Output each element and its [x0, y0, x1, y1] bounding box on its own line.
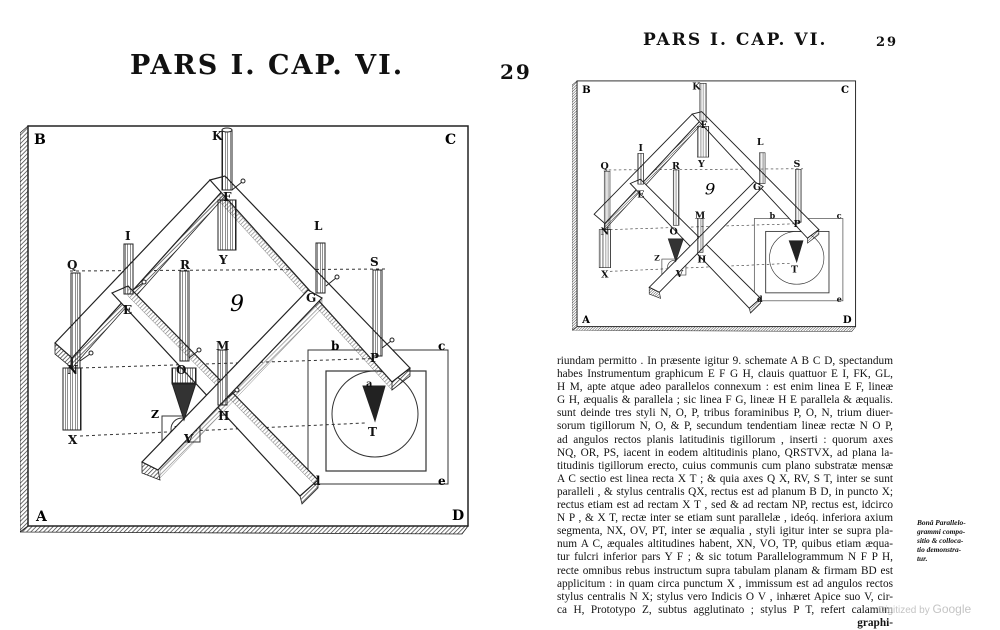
svg-text:G: G — [753, 182, 761, 193]
margin-note-line: tur. — [917, 554, 928, 563]
margin-note: Bonâ Parallelo- grammi compo- sitio & co… — [917, 518, 997, 563]
svg-text:L: L — [757, 137, 764, 148]
svg-text:K: K — [212, 129, 223, 143]
margin-note-line: sitio & colloca- — [917, 536, 964, 545]
google-logo-text: Google — [932, 602, 972, 616]
svg-text:M: M — [216, 339, 229, 353]
svg-text:I: I — [638, 143, 642, 154]
left-figure-plate: B C A D b c d e Z II — [18, 118, 475, 538]
svg-text:T: T — [791, 265, 798, 276]
svg-text:c: c — [837, 211, 842, 221]
svg-text:X: X — [68, 433, 78, 447]
catchword: graphi- — [857, 616, 893, 629]
svg-text:V: V — [183, 432, 194, 446]
svg-text:Q: Q — [67, 258, 77, 272]
text-line: A C sectio est linea recta X T ; & quia … — [557, 472, 893, 485]
svg-text:D: D — [843, 315, 852, 326]
text-line: paralleli , & stylus centralis QX, rectu… — [557, 485, 893, 498]
svg-text:M: M — [695, 211, 705, 222]
label-B: B — [34, 132, 46, 148]
svg-text:C: C — [841, 85, 849, 96]
svg-text:O: O — [669, 227, 677, 238]
text-line: sunt deinde tres styli N, O, P, tribus f… — [557, 407, 893, 420]
label-A: A — [35, 509, 48, 525]
text-line: ca H, Prototypo Z, subtus agglutinato ; … — [557, 603, 893, 616]
watermark-prefix: Digitized by — [878, 605, 930, 616]
svg-text:E: E — [123, 303, 132, 317]
text-line: habes Instrumentum graphicum E F G H, cl… — [557, 368, 893, 381]
svg-text:S: S — [370, 255, 379, 269]
body-text: riundam permitto . In præsente igitur 9.… — [557, 355, 893, 630]
svg-text:F: F — [223, 190, 232, 204]
svg-text:e: e — [438, 474, 446, 488]
svg-text:Q: Q — [600, 161, 608, 172]
svg-text:H: H — [697, 255, 706, 266]
svg-text:b: b — [769, 211, 775, 221]
svg-text:F: F — [700, 120, 707, 131]
text-line: tur fulcri inferior pars Y F ; & sic tot… — [557, 551, 893, 564]
svg-text:H: H — [218, 409, 229, 423]
label-C: C — [445, 132, 456, 148]
svg-text:A: A — [581, 315, 590, 326]
text-line: recte omnibus rebus instructum supra tab… — [557, 564, 893, 577]
text-line: riundam permitto . In præsente igitur 9.… — [557, 355, 893, 367]
figure-number-right: 9 — [705, 180, 715, 199]
svg-text:L: L — [314, 219, 323, 233]
svg-text:R: R — [180, 258, 191, 272]
left-running-head: PARS I. CAP. VI. — [130, 50, 405, 81]
pantograph-diagram-small: B C A D 9 K F Y I E Q R L G S N O M H P X V T Z b c d… — [571, 80, 857, 332]
text-line: sorum tigillorum N, O, & P, secundum ten… — [557, 420, 893, 433]
text-line: G H, æqualis & parallela ; sic linea F G… — [557, 394, 893, 407]
text-line: ad angulos rectos planis latitudinis tig… — [557, 433, 893, 446]
svg-text:P: P — [370, 351, 379, 365]
text-line: stylus centralis N X; stylus vero Indici… — [557, 590, 893, 603]
svg-text:S: S — [794, 159, 801, 170]
svg-text:Y: Y — [697, 159, 705, 170]
svg-text:T: T — [368, 425, 377, 439]
svg-text:b: b — [331, 339, 339, 353]
svg-text:N: N — [67, 363, 78, 377]
figure-number-left: 9 — [230, 292, 244, 317]
left-page-number: 29 — [500, 60, 532, 84]
label-D: D — [452, 508, 464, 524]
svg-text:E: E — [637, 190, 644, 201]
svg-text:c: c — [438, 339, 445, 353]
text-line: segmenta, NX, OV, PT, inter se æqualia ,… — [557, 525, 893, 538]
margin-note-line: tio demonstra- — [917, 545, 962, 554]
text-line: NQ, OR, PS, iacent in eodem altitudinis … — [557, 446, 893, 459]
svg-text:G: G — [306, 291, 316, 305]
text-line: titudinis tigillorum erecto, cuius commu… — [557, 459, 893, 472]
svg-text:X: X — [601, 270, 609, 281]
text-line: H M, apte atque adeo parallelos connexum… — [557, 381, 893, 394]
digitized-watermark: Digitized by Google — [878, 602, 971, 616]
svg-text:Z: Z — [654, 253, 660, 262]
svg-text:V: V — [675, 269, 684, 280]
svg-text:I: I — [125, 229, 131, 243]
svg-text:Y: Y — [218, 253, 228, 267]
text-line: rectus etiam est ad rectam X T , sed & a… — [557, 499, 893, 512]
svg-text:a: a — [366, 379, 373, 390]
text-line: applicitum : in quam circa punctum X , i… — [557, 577, 893, 590]
right-page-number: 29 — [876, 35, 899, 50]
svg-text:B: B — [582, 85, 591, 96]
svg-text:R: R — [672, 161, 680, 172]
svg-text:O: O — [176, 363, 186, 377]
svg-text:d: d — [757, 294, 763, 304]
margin-note-line: grammi compo- — [917, 527, 966, 536]
svg-text:e: e — [837, 294, 842, 304]
text-line: N P , & X T, rectæ inter se etiam sunt p… — [557, 512, 893, 525]
svg-text:Z: Z — [151, 408, 159, 421]
text-line: num A C, æquales altitudines habent, XN,… — [557, 538, 893, 551]
margin-note-line: Bonâ Parallelo- — [917, 518, 966, 527]
pantograph-diagram-large: B C A D b c d e Z II — [18, 125, 469, 535]
right-figure-plate: B C A D 9 K F Y I E Q R L G S N O M H P X V T Z b c d… — [571, 76, 860, 334]
svg-text:K: K — [692, 82, 701, 93]
svg-text:N: N — [600, 227, 609, 238]
svg-text:P: P — [794, 219, 801, 230]
right-running-head: PARS I. CAP. VI. — [643, 30, 828, 50]
